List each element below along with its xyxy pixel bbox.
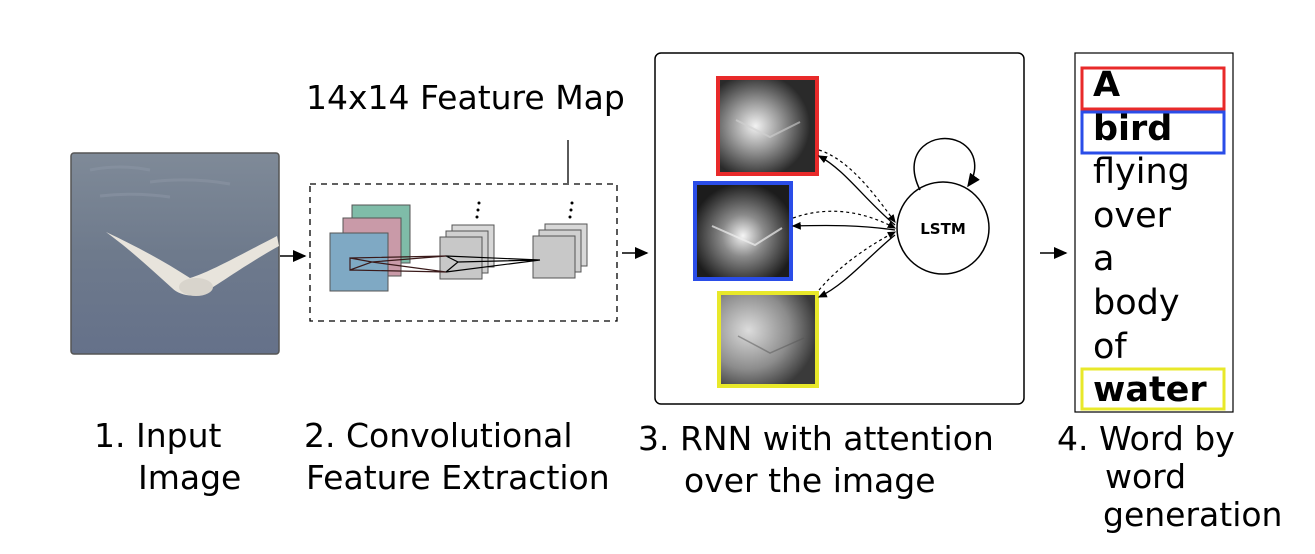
lstm-recurrent-loop (913, 137, 980, 191)
word-highlight-red (1080, 66, 1226, 111)
caption-word: water (1093, 370, 1207, 411)
caption-word: A (1093, 65, 1121, 105)
caption-word: a (1093, 239, 1115, 280)
step-caption-line: Feature Extraction (306, 458, 610, 497)
caption-word: of (1093, 326, 1127, 367)
step-1-caption: 1. Input Image (94, 415, 241, 499)
cnn-feature-extraction-box (309, 140, 618, 322)
step-caption-line: 3. RNN with attention (638, 419, 994, 458)
step-caption-line: generation (1103, 495, 1283, 534)
feature-map-label: 14x14 Feature Map (306, 78, 625, 117)
rnn-attention-panel (654, 52, 1025, 405)
lstm-label: LSTM (920, 220, 966, 238)
step-caption-line: 2. Convolutional (304, 416, 573, 455)
word-highlight-yellow (1080, 367, 1226, 411)
step-caption-line: word (1105, 457, 1187, 496)
word-output-box (1074, 52, 1234, 413)
step-3-caption: 3. RNN with attention over the image (638, 418, 994, 502)
word-highlight-blue (1080, 110, 1226, 155)
step-caption-line: Image (138, 458, 242, 497)
step-caption-line: 1. Input (94, 416, 222, 455)
attention-map-yellow (717, 291, 819, 388)
caption-word: flying (1093, 152, 1190, 193)
step-caption-line: 4. Word by (1057, 419, 1235, 458)
caption-word: body (1093, 282, 1180, 323)
input-image (70, 152, 280, 355)
attention-map-red (716, 76, 819, 176)
step-2-caption: 2. Convolutional Feature Extraction (302, 415, 610, 499)
step-caption-line: over the image (684, 461, 936, 500)
step-4-caption: 4. Word by word generation (1057, 420, 1282, 534)
caption-word: over (1093, 195, 1172, 236)
attention-map-blue (693, 181, 793, 281)
lstm-node (896, 181, 990, 275)
caption-word: bird (1093, 108, 1173, 149)
bird-photo-icon (106, 232, 279, 296)
